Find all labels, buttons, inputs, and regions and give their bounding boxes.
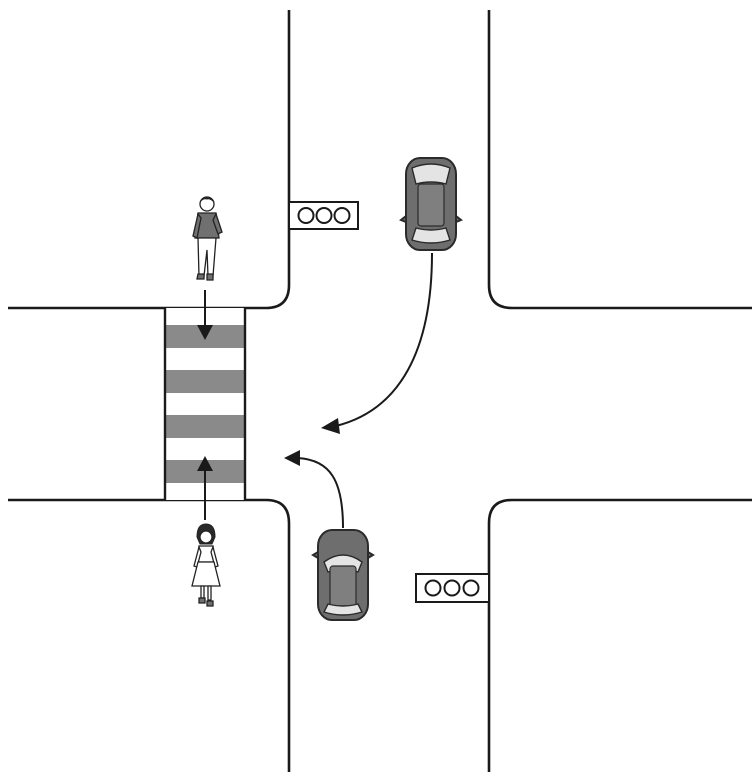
path-line — [297, 457, 344, 529]
arm-right — [212, 212, 223, 235]
arrow-head — [197, 325, 213, 340]
signal-lamp — [333, 207, 351, 224]
leg — [207, 585, 212, 601]
traffic-signal-north — [288, 201, 359, 230]
skirt — [191, 561, 221, 587]
car-windshield — [411, 163, 451, 185]
pedestrian-woman — [191, 523, 221, 607]
signal-lamp — [315, 207, 333, 224]
hair — [199, 196, 215, 203]
shoe — [206, 273, 214, 281]
legs — [197, 237, 217, 277]
arm-left — [192, 212, 202, 239]
signal-lamp — [443, 579, 461, 597]
car-rear-window — [323, 603, 363, 616]
signal-lamp — [462, 579, 480, 597]
arrow-head — [197, 456, 213, 471]
path-line — [335, 252, 433, 427]
car-north — [399, 157, 463, 251]
man-path — [197, 290, 213, 340]
curb-southwest — [8, 498, 291, 772]
car-south-path — [284, 450, 344, 529]
curb-northwest — [8, 10, 291, 310]
car-rear-window — [411, 227, 451, 244]
road-edges — [8, 10, 752, 772]
shoe — [196, 273, 205, 280]
head — [199, 530, 213, 544]
shoe — [198, 597, 206, 604]
arrow-head — [284, 450, 300, 466]
car-south — [311, 529, 375, 621]
shoe — [206, 600, 214, 607]
crosswalk-stripe — [165, 370, 245, 393]
car-north-path — [321, 252, 433, 434]
traffic-signal-south-east — [415, 573, 490, 603]
car-mirror — [367, 550, 375, 560]
leg — [200, 585, 205, 599]
car-mirror — [455, 213, 463, 224]
signal-lamp — [424, 579, 442, 597]
curb-northeast — [487, 10, 752, 310]
curb-southeast — [487, 498, 752, 772]
crosswalk-stripe — [165, 415, 245, 438]
car-roof — [329, 565, 357, 607]
car-mirror — [311, 550, 319, 560]
car-mirror — [399, 213, 407, 224]
pedestrian-man — [192, 196, 223, 281]
arrow-head — [321, 418, 340, 434]
woman-path — [197, 456, 213, 520]
car-roof — [417, 183, 445, 227]
signal-lamp — [297, 207, 315, 224]
